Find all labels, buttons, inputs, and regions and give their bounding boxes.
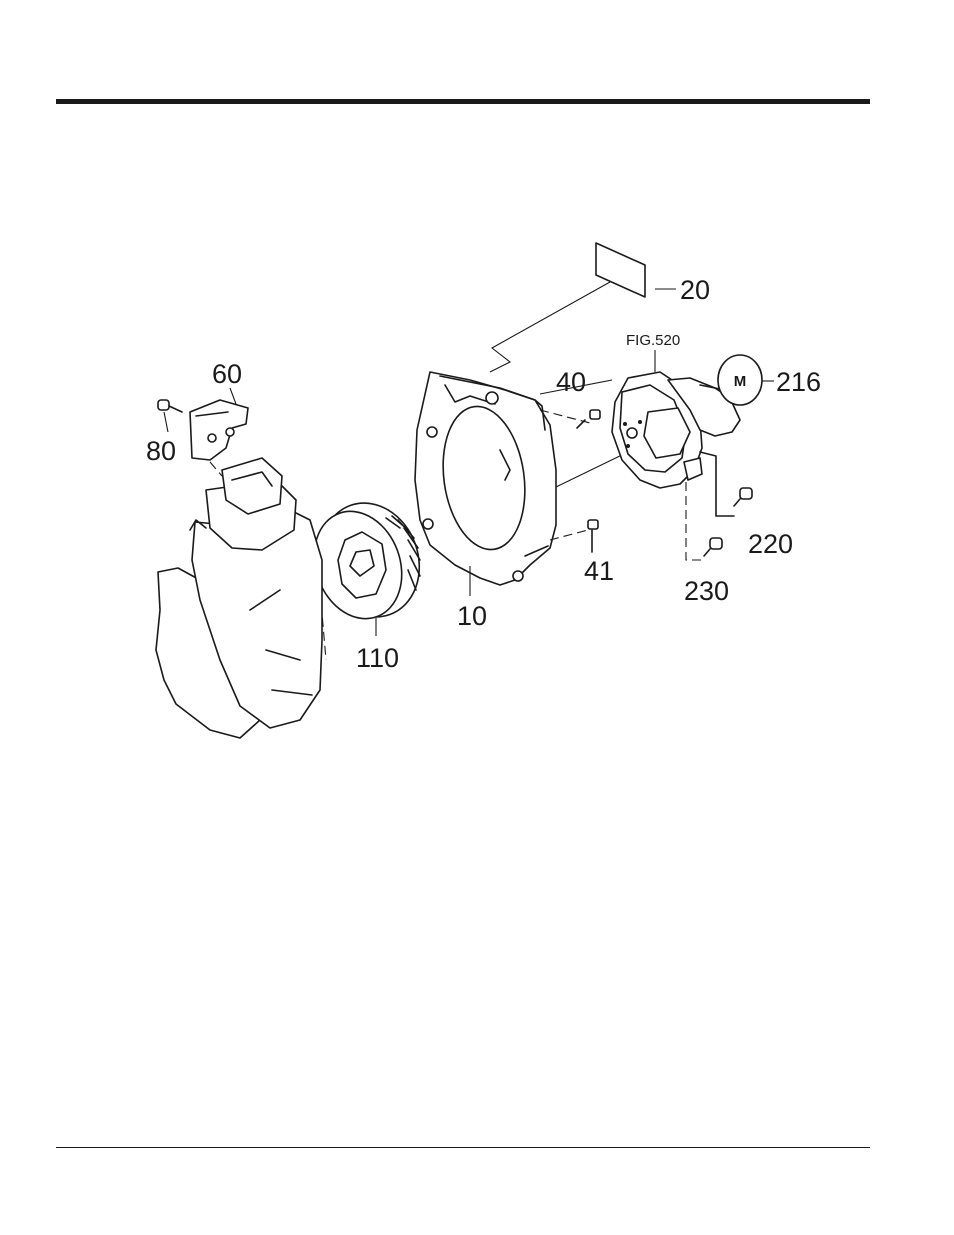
callout-40: 40: [556, 367, 586, 397]
part-230-screw: [704, 538, 722, 556]
part-216-emblem: M: [718, 355, 774, 405]
callout-10: 10: [457, 601, 487, 631]
part-220-screw: [734, 488, 752, 506]
callout-110: 110: [356, 643, 399, 673]
part-80-bolt: [158, 400, 182, 432]
part-10-fan-shroud: [415, 372, 556, 596]
emblem-letter: M: [734, 373, 747, 390]
part-41-bolt: [588, 520, 598, 552]
callout-20: 20: [680, 275, 710, 305]
callout-60: 60: [212, 359, 242, 389]
callout-41: 41: [584, 556, 614, 586]
callout-fig520: FIG.520: [626, 332, 680, 349]
callout-216: 216: [776, 367, 821, 397]
callout-220: 220: [748, 529, 793, 559]
engine-crankcase: [156, 458, 322, 738]
callout-230: 230: [684, 576, 729, 606]
callout-80: 80: [146, 436, 176, 466]
part-60-bracket: [190, 388, 248, 476]
part-40-bolt: [577, 410, 600, 428]
part-20-label-plate: [490, 243, 676, 372]
